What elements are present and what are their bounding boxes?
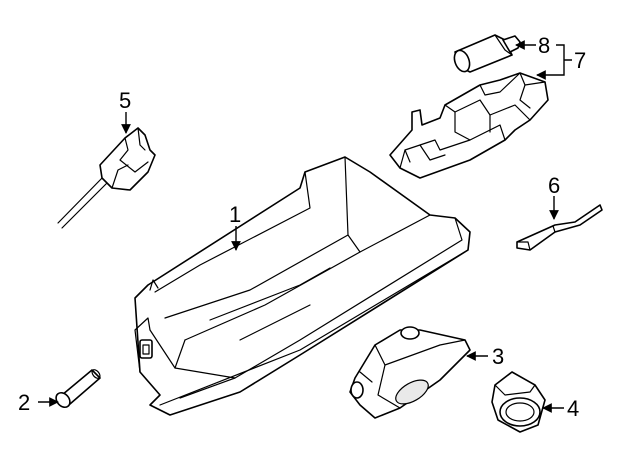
release-cable[interactable] <box>57 127 156 229</box>
lock-cylinder[interactable] <box>452 34 521 74</box>
callout-2: 2 <box>18 390 30 415</box>
retaining-pin[interactable] <box>53 368 101 410</box>
callout-3: 3 <box>492 344 504 369</box>
bulb[interactable] <box>491 371 546 433</box>
callout-8: 8 <box>538 33 550 58</box>
callouts: 1 2 3 4 5 6 7 8 <box>18 33 586 421</box>
callout-7: 7 <box>574 48 586 73</box>
lamp-housing[interactable] <box>349 326 471 419</box>
leader-lines <box>38 40 572 413</box>
callout-1: 1 <box>229 202 241 227</box>
bracket-7 <box>556 44 572 76</box>
callout-6: 6 <box>548 173 560 198</box>
callout-4: 4 <box>567 396 579 421</box>
glove-box-bin[interactable] <box>134 156 471 416</box>
callout-5: 5 <box>119 88 131 113</box>
latch-assembly[interactable] <box>389 72 549 179</box>
striker-strip[interactable] <box>516 204 603 251</box>
